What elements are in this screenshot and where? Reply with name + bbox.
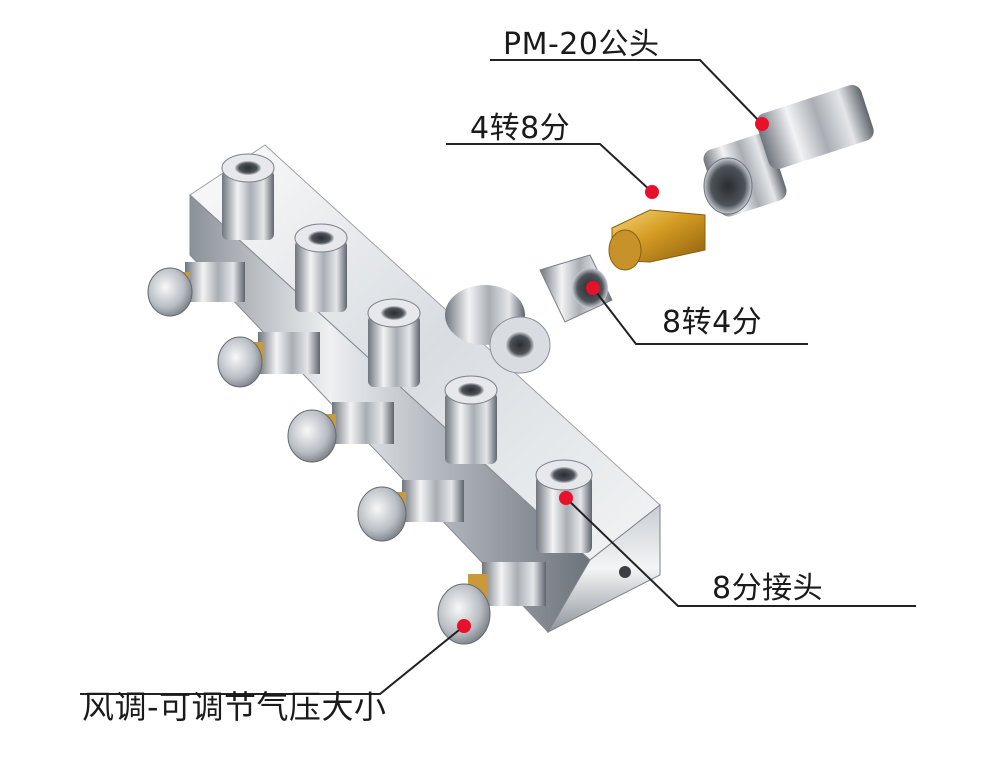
label-pm20-male-plug: PM-20公头 xyxy=(503,27,660,62)
valve-assembly xyxy=(437,562,546,645)
outlet-fitting xyxy=(444,375,498,464)
marker-dot xyxy=(755,117,769,131)
label-valve: 风调-可调节气压大小 xyxy=(82,688,387,726)
marker-dot xyxy=(586,281,600,295)
marker-dot xyxy=(645,185,659,199)
leader-line-valve xyxy=(80,625,465,695)
rear-inlet-fitting xyxy=(445,285,551,374)
outlet-fitting xyxy=(367,298,421,387)
label-adapter-4-to-8: 4转8分 xyxy=(470,111,571,146)
valve-assembly xyxy=(217,332,320,388)
outlet-fitting xyxy=(535,459,593,553)
outlet-fitting xyxy=(221,153,275,240)
valve-assembly xyxy=(357,480,464,542)
leader-line-4to8 xyxy=(446,143,653,193)
leader-lines xyxy=(80,59,916,695)
valve-assembly xyxy=(147,262,245,317)
leader-line-pm20 xyxy=(490,59,763,125)
label-adapter-8-to-4: 8转4分 xyxy=(662,305,763,340)
adjustment-valves xyxy=(147,262,546,645)
label-8fen-fitting: 8分接头 xyxy=(712,571,824,606)
adapter-4-to-8 xyxy=(608,209,706,271)
leader-line-8to4 xyxy=(592,287,808,345)
pm20-male-plug xyxy=(703,85,874,217)
valve-assembly xyxy=(287,402,394,463)
marker-dot xyxy=(559,491,573,505)
leader-line-8fen xyxy=(565,497,916,607)
adapter-8-to-4 xyxy=(539,254,613,323)
outlet-fittings xyxy=(221,153,593,553)
marker-dot xyxy=(457,619,471,633)
callout-markers xyxy=(457,117,769,633)
outlet-fitting xyxy=(294,223,348,312)
